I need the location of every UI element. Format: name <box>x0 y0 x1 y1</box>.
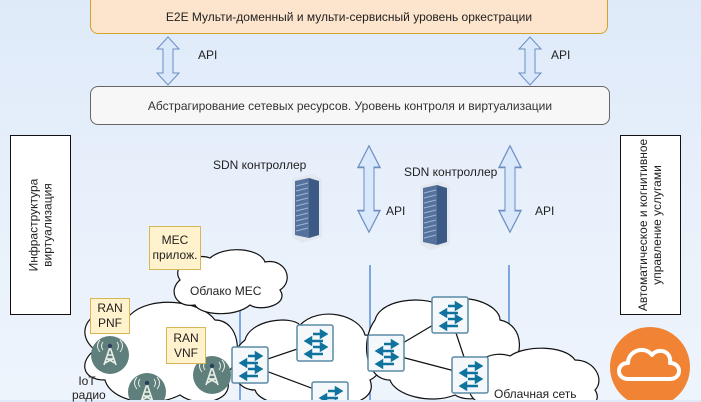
abstraction-label: Абстрагирование сетевых ресурсов. Уровен… <box>147 98 553 113</box>
sdn-controller-label-right: SDN контроллер <box>404 165 498 179</box>
api-arrow-mid-left <box>357 144 381 234</box>
mec-cloud <box>173 249 288 315</box>
api-arrow-top-left <box>156 36 180 86</box>
api-arrow-mid-right <box>498 144 522 234</box>
sdn-controller-server-icon[interactable] <box>419 180 451 251</box>
abstraction-layer-box[interactable]: Абстрагирование сетевых ресурсов. Уровен… <box>90 86 610 125</box>
switch-icon[interactable] <box>295 323 335 363</box>
sdn-controller-server-icon[interactable] <box>291 173 323 244</box>
orchestration-layer-box[interactable]: E2E Мульти-доменный и мульти-сервисный у… <box>90 0 608 34</box>
cloud-network-label: Облачная сеть <box>494 387 577 401</box>
api-label-top-right: API <box>551 48 571 62</box>
sdn-controller-label-left: SDN контроллер <box>213 158 307 172</box>
switch-icon[interactable] <box>230 345 270 385</box>
cloud-service-icon[interactable] <box>610 327 690 400</box>
radio-tower-icon[interactable] <box>90 335 130 375</box>
switch-icon[interactable] <box>310 380 350 400</box>
cloud-network-cloud <box>468 347 600 400</box>
orchestration-label: E2E Мульти-доменный и мульти-сервисный у… <box>165 10 533 24</box>
api-arrow-top-right <box>518 36 542 86</box>
switch-icon[interactable] <box>366 333 406 373</box>
mec-cloud-label: Облако MEC <box>190 284 262 298</box>
api-label-mid-left: API <box>386 204 406 218</box>
switch-icon[interactable] <box>430 295 470 335</box>
api-label-top-left: API <box>198 48 218 62</box>
api-label-mid-right: API <box>535 204 555 218</box>
switch-icon[interactable] <box>450 355 490 395</box>
